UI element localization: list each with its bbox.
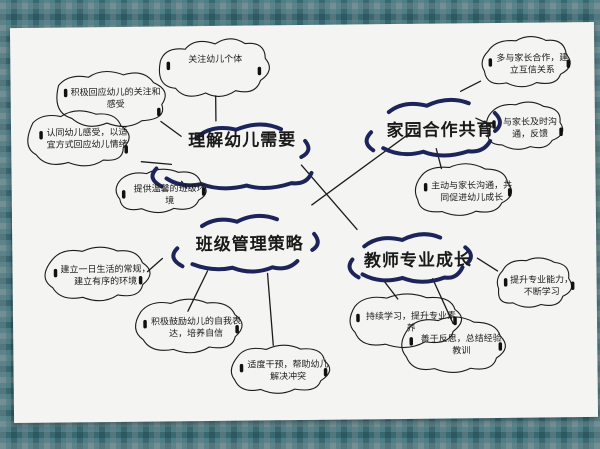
connector-s2 bbox=[160, 120, 182, 137]
cloud-s13 bbox=[401, 316, 506, 373]
cloud-s7 bbox=[230, 344, 331, 394]
subtopic-8: 多与家长合作，建立互信关系 bbox=[496, 53, 569, 76]
connector-s8 bbox=[459, 80, 482, 93]
subtopic-6: 积极鼓励幼儿的自我表达，培养自信 bbox=[150, 316, 242, 340]
topic-understand-needs: 理解幼儿需要 bbox=[188, 130, 297, 152]
connector-s6 bbox=[187, 270, 209, 312]
mind-map-drawing bbox=[27, 36, 575, 394]
topic-teacher-growth: 教师专业成长 bbox=[363, 250, 473, 272]
subtopic-1: 关注幼儿个体 bbox=[188, 54, 243, 66]
subtopic-9: 与家长及时沟通，反馈 bbox=[502, 117, 558, 140]
cloud-s9 bbox=[485, 101, 564, 150]
cloud-s8 bbox=[481, 36, 571, 88]
subtopic-2: 积极回应幼儿的关注和感受 bbox=[70, 87, 161, 111]
connector-s5 bbox=[146, 257, 164, 273]
connector-s9 bbox=[475, 117, 492, 126]
cloud-s11 bbox=[496, 257, 573, 308]
cloud-s10 bbox=[414, 163, 513, 216]
subtopic-7: 适度干预，帮助幼儿解决冲突 bbox=[247, 359, 329, 383]
connector-s3 bbox=[140, 161, 173, 166]
subtopic-10: 主动与家长沟通，共同促进幼儿成长 bbox=[431, 180, 513, 204]
topic-class-strategy: 班级管理策略 bbox=[195, 234, 304, 256]
cloud-s6 bbox=[135, 298, 243, 354]
cloud-teacher bbox=[347, 232, 473, 284]
subtopic-4: 提供温馨的班级环境 bbox=[133, 184, 206, 207]
connector-s13 bbox=[431, 278, 454, 325]
cloud-understand bbox=[150, 122, 314, 191]
connector-s11 bbox=[476, 257, 499, 272]
paper-sheet: 理解幼儿需要 班级管理策略 家园合作共育 教师专业成长 关注幼儿个体 积极回应幼… bbox=[9, 21, 599, 424]
cloud-home bbox=[364, 97, 502, 158]
subtopic-11: 提升专业能力，不断学习 bbox=[510, 275, 574, 298]
cloud-class bbox=[171, 213, 320, 274]
subtopic-12: 持续学习，提升专业素养 bbox=[365, 311, 457, 334]
subtopic-5: 建立一日生活的常规，建立有序的环境 bbox=[60, 264, 151, 288]
cloud-s2 bbox=[56, 71, 166, 127]
connector-s7 bbox=[266, 272, 274, 346]
topic-home-school: 家园合作共育 bbox=[386, 120, 495, 142]
subtopic-13: 善于反思，总结经验教训 bbox=[420, 333, 502, 357]
connector-class-home bbox=[311, 135, 407, 206]
cloud-s3 bbox=[27, 110, 130, 167]
cloud-s5 bbox=[44, 246, 151, 302]
connector-s10 bbox=[435, 147, 443, 170]
subtopic-3: 认同幼儿感受，以适宜方式回应幼儿情绪 bbox=[46, 127, 128, 151]
cloud-s12 bbox=[349, 293, 463, 349]
cloud-s1 bbox=[158, 38, 270, 97]
